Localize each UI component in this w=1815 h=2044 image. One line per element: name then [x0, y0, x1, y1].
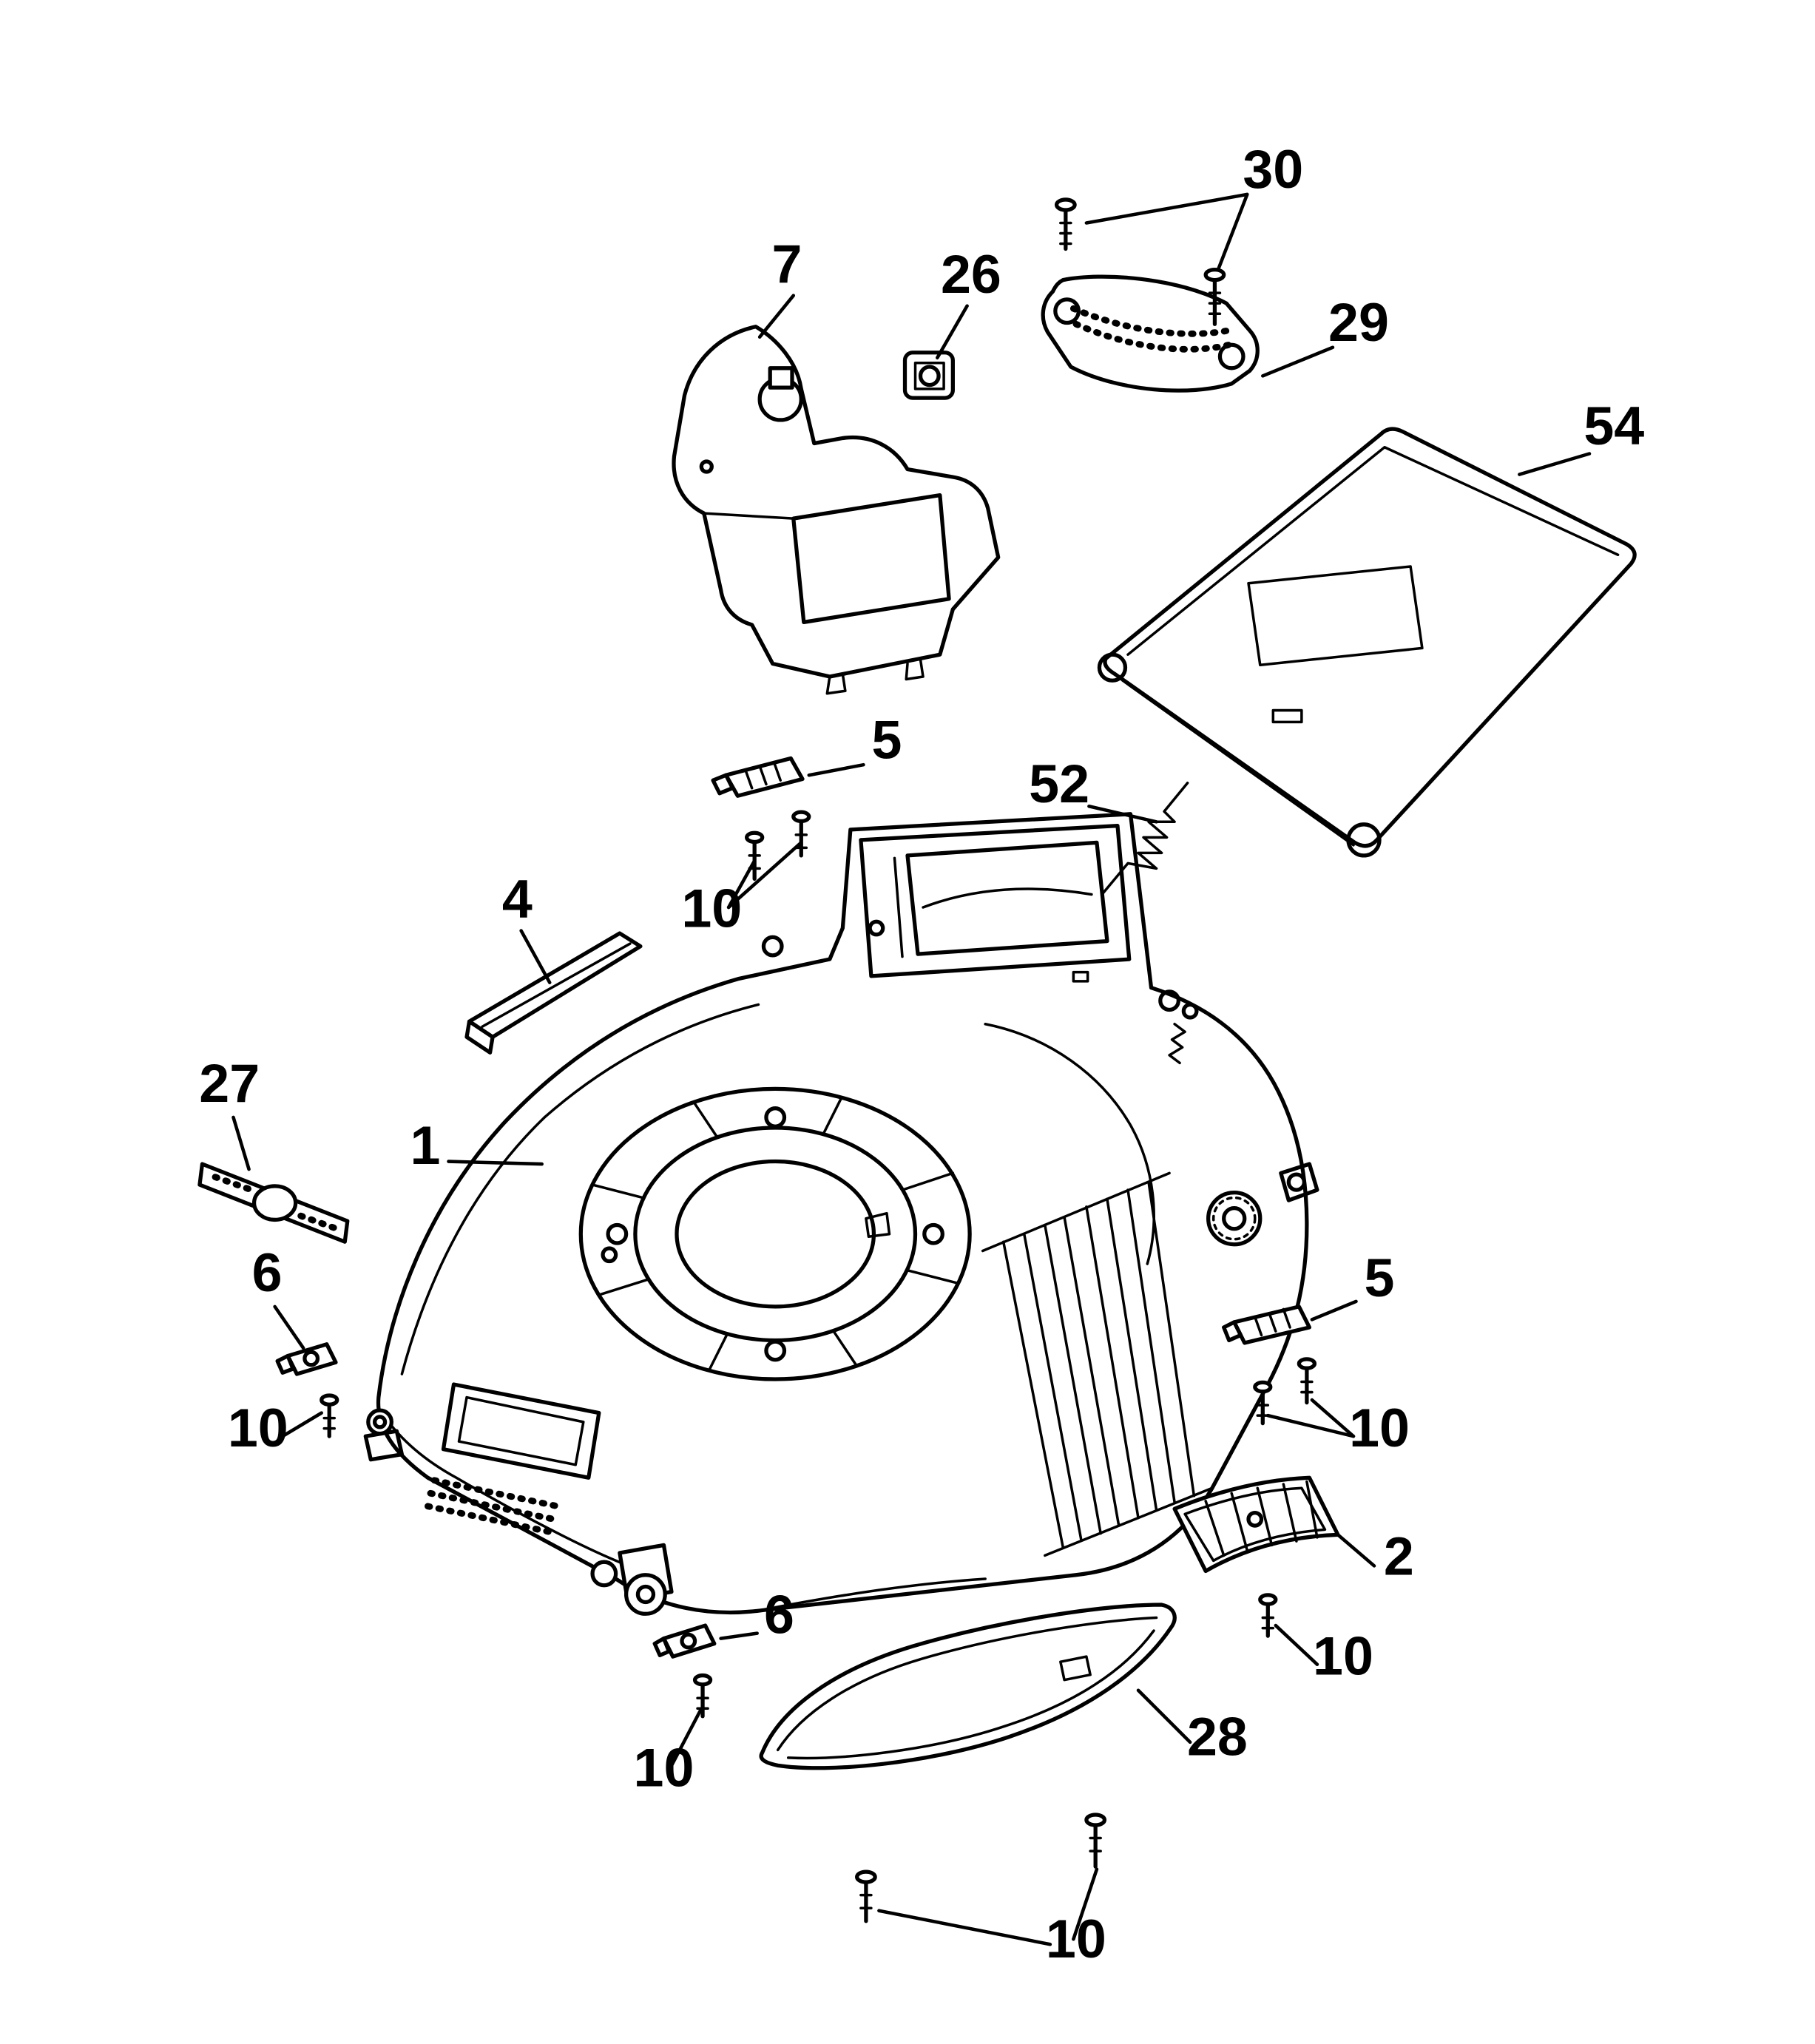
part-10-screws-right — [1253, 1357, 1317, 1426]
callout-5-upper: 5 — [871, 708, 902, 770]
callout-52: 52 — [1029, 753, 1089, 814]
callout-6-lower: 6 — [764, 1584, 794, 1645]
part-52-spring — [1101, 781, 1189, 896]
callout-2: 2 — [1384, 1526, 1414, 1587]
part-10-screws-bottom — [855, 1813, 1107, 1923]
callout-10-left: 10 — [228, 1397, 288, 1458]
part-54-lid — [1097, 427, 1637, 858]
part-29-handle — [1041, 274, 1260, 393]
callout-26: 26 — [941, 243, 1001, 305]
part-10-screw-below-grate — [1258, 1593, 1278, 1638]
callout-10-bottom: 10 — [1046, 1908, 1106, 1969]
callout-4: 4 — [502, 868, 533, 930]
part-7-cover-bracket — [672, 325, 1001, 695]
part-27-badge-strip — [197, 1162, 350, 1244]
callout-28: 28 — [1187, 1705, 1248, 1767]
callout-27: 27 — [199, 1052, 260, 1114]
callout-30: 30 — [1243, 138, 1303, 200]
leader-lines — [231, 192, 1592, 1946]
part-2-grate-plate — [1172, 1475, 1340, 1574]
callout-10-right: 10 — [1349, 1397, 1410, 1458]
callout-29: 29 — [1328, 291, 1389, 353]
callout-1: 1 — [410, 1114, 440, 1176]
part-26-block — [902, 351, 955, 400]
part-5-clip-upper — [711, 756, 805, 798]
callout-labels: 30 7 26 29 54 5 52 4 10 27 1 6 5 10 10 2… — [199, 138, 1644, 1969]
callout-10-grate: 10 — [1313, 1625, 1373, 1687]
part-5-clip-right — [1222, 1304, 1312, 1345]
callout-6-upper: 6 — [252, 1242, 283, 1303]
part-6-clip-upper — [275, 1342, 338, 1376]
part-6-clip-lower — [652, 1623, 717, 1659]
callout-54: 54 — [1584, 395, 1644, 456]
part-10-screw-left — [320, 1393, 339, 1438]
callout-10-upper: 10 — [681, 877, 742, 938]
part-1-deck-housing — [363, 812, 1319, 1616]
part-30-screws — [1054, 197, 1226, 326]
callout-10-lower-left: 10 — [634, 1736, 694, 1798]
callout-5-right: 5 — [1365, 1247, 1395, 1308]
part-28-deflector — [759, 1603, 1177, 1770]
callout-7: 7 — [772, 233, 802, 294]
part-4-trim-strip — [464, 931, 643, 1055]
part-10-screw-lower-left — [692, 1673, 713, 1719]
